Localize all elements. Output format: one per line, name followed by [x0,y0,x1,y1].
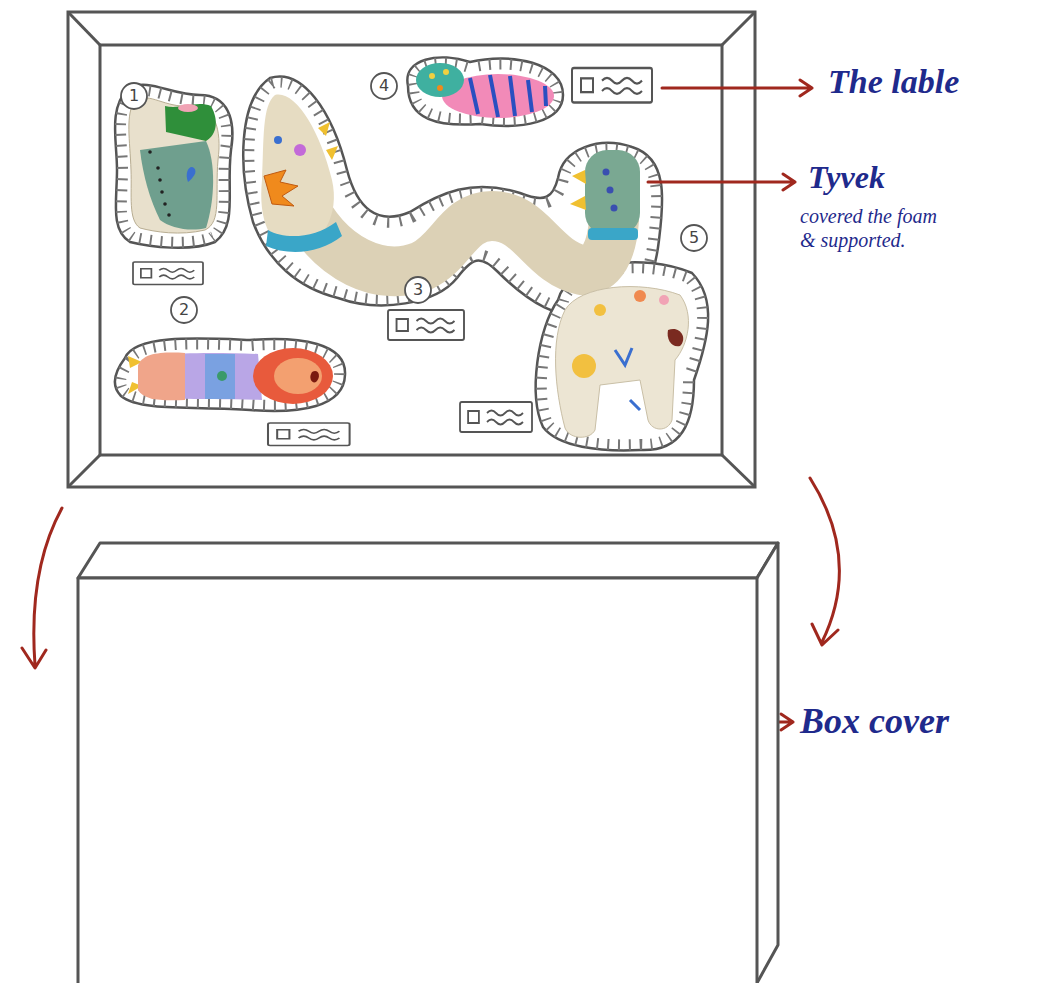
leader-arrow-part [662,80,812,96]
callout-circle: 5 [680,224,708,252]
figurine-part-part [148,150,152,154]
figurine-part [274,136,282,144]
callout-circle: 2 [170,296,198,324]
figurine [128,348,333,404]
tyvek-outline [115,57,708,450]
figurine-part [138,353,262,400]
figurine-part [659,295,669,305]
leader-arrow-part [648,174,795,190]
figurine-part-part [156,166,160,170]
figurine-part [300,200,614,271]
curved-arrow-part [22,508,62,668]
tray-frame-part [68,455,100,487]
label-card-part [268,423,350,446]
callout-circle: 3 [404,276,432,304]
label-card-part [133,262,203,285]
figurine-part [129,98,219,233]
figurine-part [668,329,684,346]
figurine-part [634,290,646,302]
tyvek-outline-part [115,338,345,411]
callout-number: 1 [129,88,139,104]
figurine-part [274,358,322,394]
figurine [261,95,640,272]
figurine-part [585,150,640,235]
callout-circle-shape [371,73,397,99]
figurine-part [429,73,435,79]
box-cover [78,543,778,983]
tray-frame [68,12,755,487]
figurine-part [266,222,342,252]
callout-number: 2 [179,302,189,318]
tyvek-outline-part [536,262,708,450]
tyvek-outline-part [115,338,345,411]
annotation-text: Box cover [800,700,949,743]
figurine-part [556,287,689,438]
figurine-part [138,353,185,401]
callout-circle-shape [681,225,707,251]
box-cover-part [78,578,757,983]
figurine-part [603,169,610,176]
label-card-part [572,68,652,103]
box-cover-part [78,543,778,578]
tray-frame-part [722,12,755,45]
figurine-part [470,75,546,117]
figurine-part [416,63,464,97]
figurine-part [253,348,333,404]
figurine-part [148,150,171,217]
figurine-part [187,167,196,182]
callout-circle: 4 [370,72,398,100]
callout-number: 3 [413,282,423,298]
figurine [556,287,689,438]
box-cover-part [757,543,778,983]
figurine-part-part [167,213,171,217]
figurine-part [294,144,306,156]
figurine [129,98,219,233]
figurine-part [443,69,449,75]
figurine-part [615,348,640,410]
tyvek-outline-part [407,57,563,125]
figurine-part-part [163,202,167,206]
figurine-part [570,170,586,210]
callout-circle-shape [121,83,147,109]
annotation-text: Tyvek [808,158,885,196]
callout-number: 4 [379,78,389,94]
tray-frame-part [68,12,755,487]
tray-frame-part [722,455,755,487]
tray-frame-part [68,12,100,45]
callout-number: 5 [689,230,699,246]
tyvek-outline-part [407,57,563,125]
figurine-part [594,304,606,316]
annotation-text: covered the foam & supported. [800,204,950,252]
figurine-part [264,170,298,206]
figurine-part [607,187,614,194]
callout-circle: 1 [120,82,148,110]
figurine-part [318,122,338,160]
figurine-part [437,85,443,91]
figurine-part-part [158,178,162,182]
callout-circle-shape [171,297,197,323]
figurine-part [140,141,213,230]
label-card-part [460,402,532,432]
figurine-part-part [160,190,164,194]
label-card [133,68,652,446]
tray-frame-part [100,45,722,455]
figurine-part [178,104,198,112]
figurine-part [588,228,638,240]
figurine-part [217,371,227,381]
figurine-part [205,354,235,399]
tyvek-outline-part [536,262,708,450]
figurine [416,63,554,118]
figurine-part [611,205,618,212]
figurine-part [165,104,216,141]
annotation-text: The lable [828,62,959,103]
curved-arrow-part [810,478,839,645]
callout-circle-shape [405,277,431,303]
figurine-part [572,354,596,378]
figurine-part [261,95,334,249]
figurine-part [310,371,319,382]
label-card-part [388,310,464,340]
